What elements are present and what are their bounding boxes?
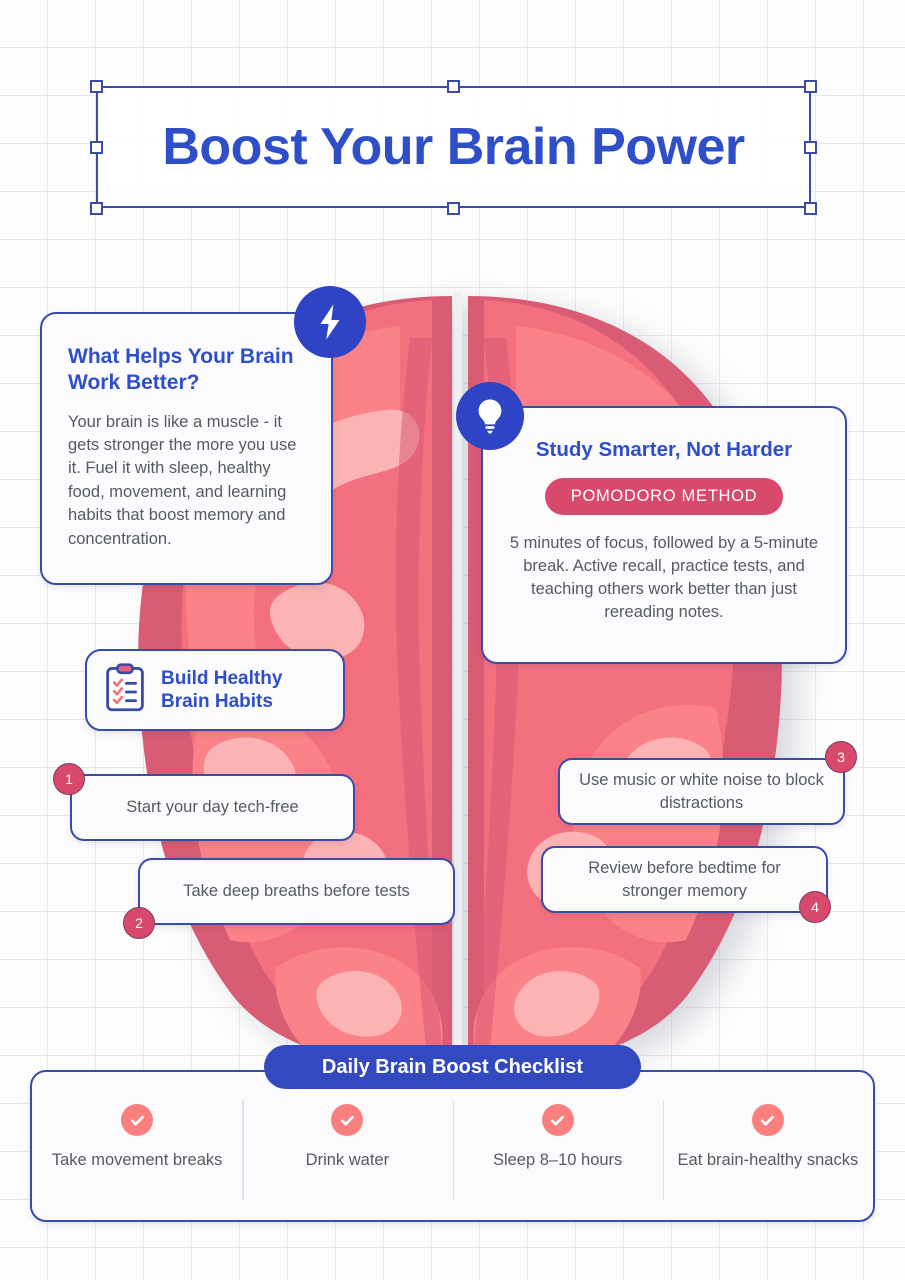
lightning-bolt-icon [294,286,366,358]
resize-handle-top-left[interactable] [89,79,103,93]
clipboard-checklist-icon [103,662,147,718]
tip-item[interactable]: Start your day tech-free [70,774,355,841]
card-what-helps-body: Your brain is like a muscle - it gets st… [68,412,297,548]
tip-number-badge: 1 [53,763,85,795]
pomodoro-method-badge: POMODORO METHOD [544,478,784,515]
check-circle-icon [751,1104,784,1136]
page-title: Boost Your Brain Power [162,118,745,176]
card-study-smarter-title: Study Smarter, Not Harder [535,438,793,461]
lightbulb-icon [456,382,524,450]
title-selection-frame[interactable]: Boost Your Brain Power [89,79,817,215]
check-circle-icon [331,1104,364,1136]
checklist-heading: Daily Brain Boost Checklist [264,1045,641,1089]
checklist-item[interactable]: Eat brain-healthy snacks [662,1100,873,1200]
checklist-item-label: Sleep 8–10 hours [492,1151,623,1169]
card-what-helps-title: What Helps Your Brain Work Better? [68,345,294,395]
resize-handle-top-right[interactable] [804,79,817,93]
check-circle-icon [541,1104,574,1136]
check-circle-icon [121,1104,154,1136]
card-build-habits-title: Build Healthy Brain Habits [161,667,283,712]
resize-handle-middle-right[interactable] [804,140,817,154]
card-study-smarter-body: 5 minutes of focus, followed by a 5-minu… [509,534,819,622]
resize-handle-bottom-left[interactable] [89,201,103,215]
title-box[interactable]: Boost Your Brain Power [96,86,811,208]
card-study-smarter[interactable]: Study Smarter, Not Harder POMODORO METHO… [481,406,847,664]
card-build-habits[interactable]: Build Healthy Brain Habits [85,649,345,731]
tip-number-badge: 2 [123,907,155,939]
resize-handle-top-center[interactable] [447,79,460,93]
checklist-item[interactable]: Drink water [242,1100,452,1200]
checklist-item[interactable]: Sleep 8–10 hours [452,1100,663,1200]
resize-handle-bottom-right[interactable] [804,201,817,215]
tip-item[interactable]: Take deep breaths before tests [138,858,455,925]
checklist-item[interactable]: Take movement breaks [32,1104,242,1172]
resize-handle-middle-left[interactable] [89,140,103,154]
tip-number-badge: 4 [799,891,831,923]
checklist-item-label: Drink water [305,1151,390,1169]
checklist-item-label: Eat brain-healthy snacks [677,1151,859,1169]
card-what-helps[interactable]: What Helps Your Brain Work Better? Your … [40,312,333,585]
tip-item[interactable]: Use music or white noise to block distra… [558,758,845,825]
tip-item[interactable]: Review before bedtime for stronger memor… [541,846,828,913]
checklist-item-label: Take movement breaks [51,1151,223,1169]
tip-number-badge: 3 [825,741,857,773]
resize-handle-bottom-center[interactable] [447,201,460,215]
checklist-panel: Take movement breaks Drink water Sleep 8… [30,1070,875,1222]
